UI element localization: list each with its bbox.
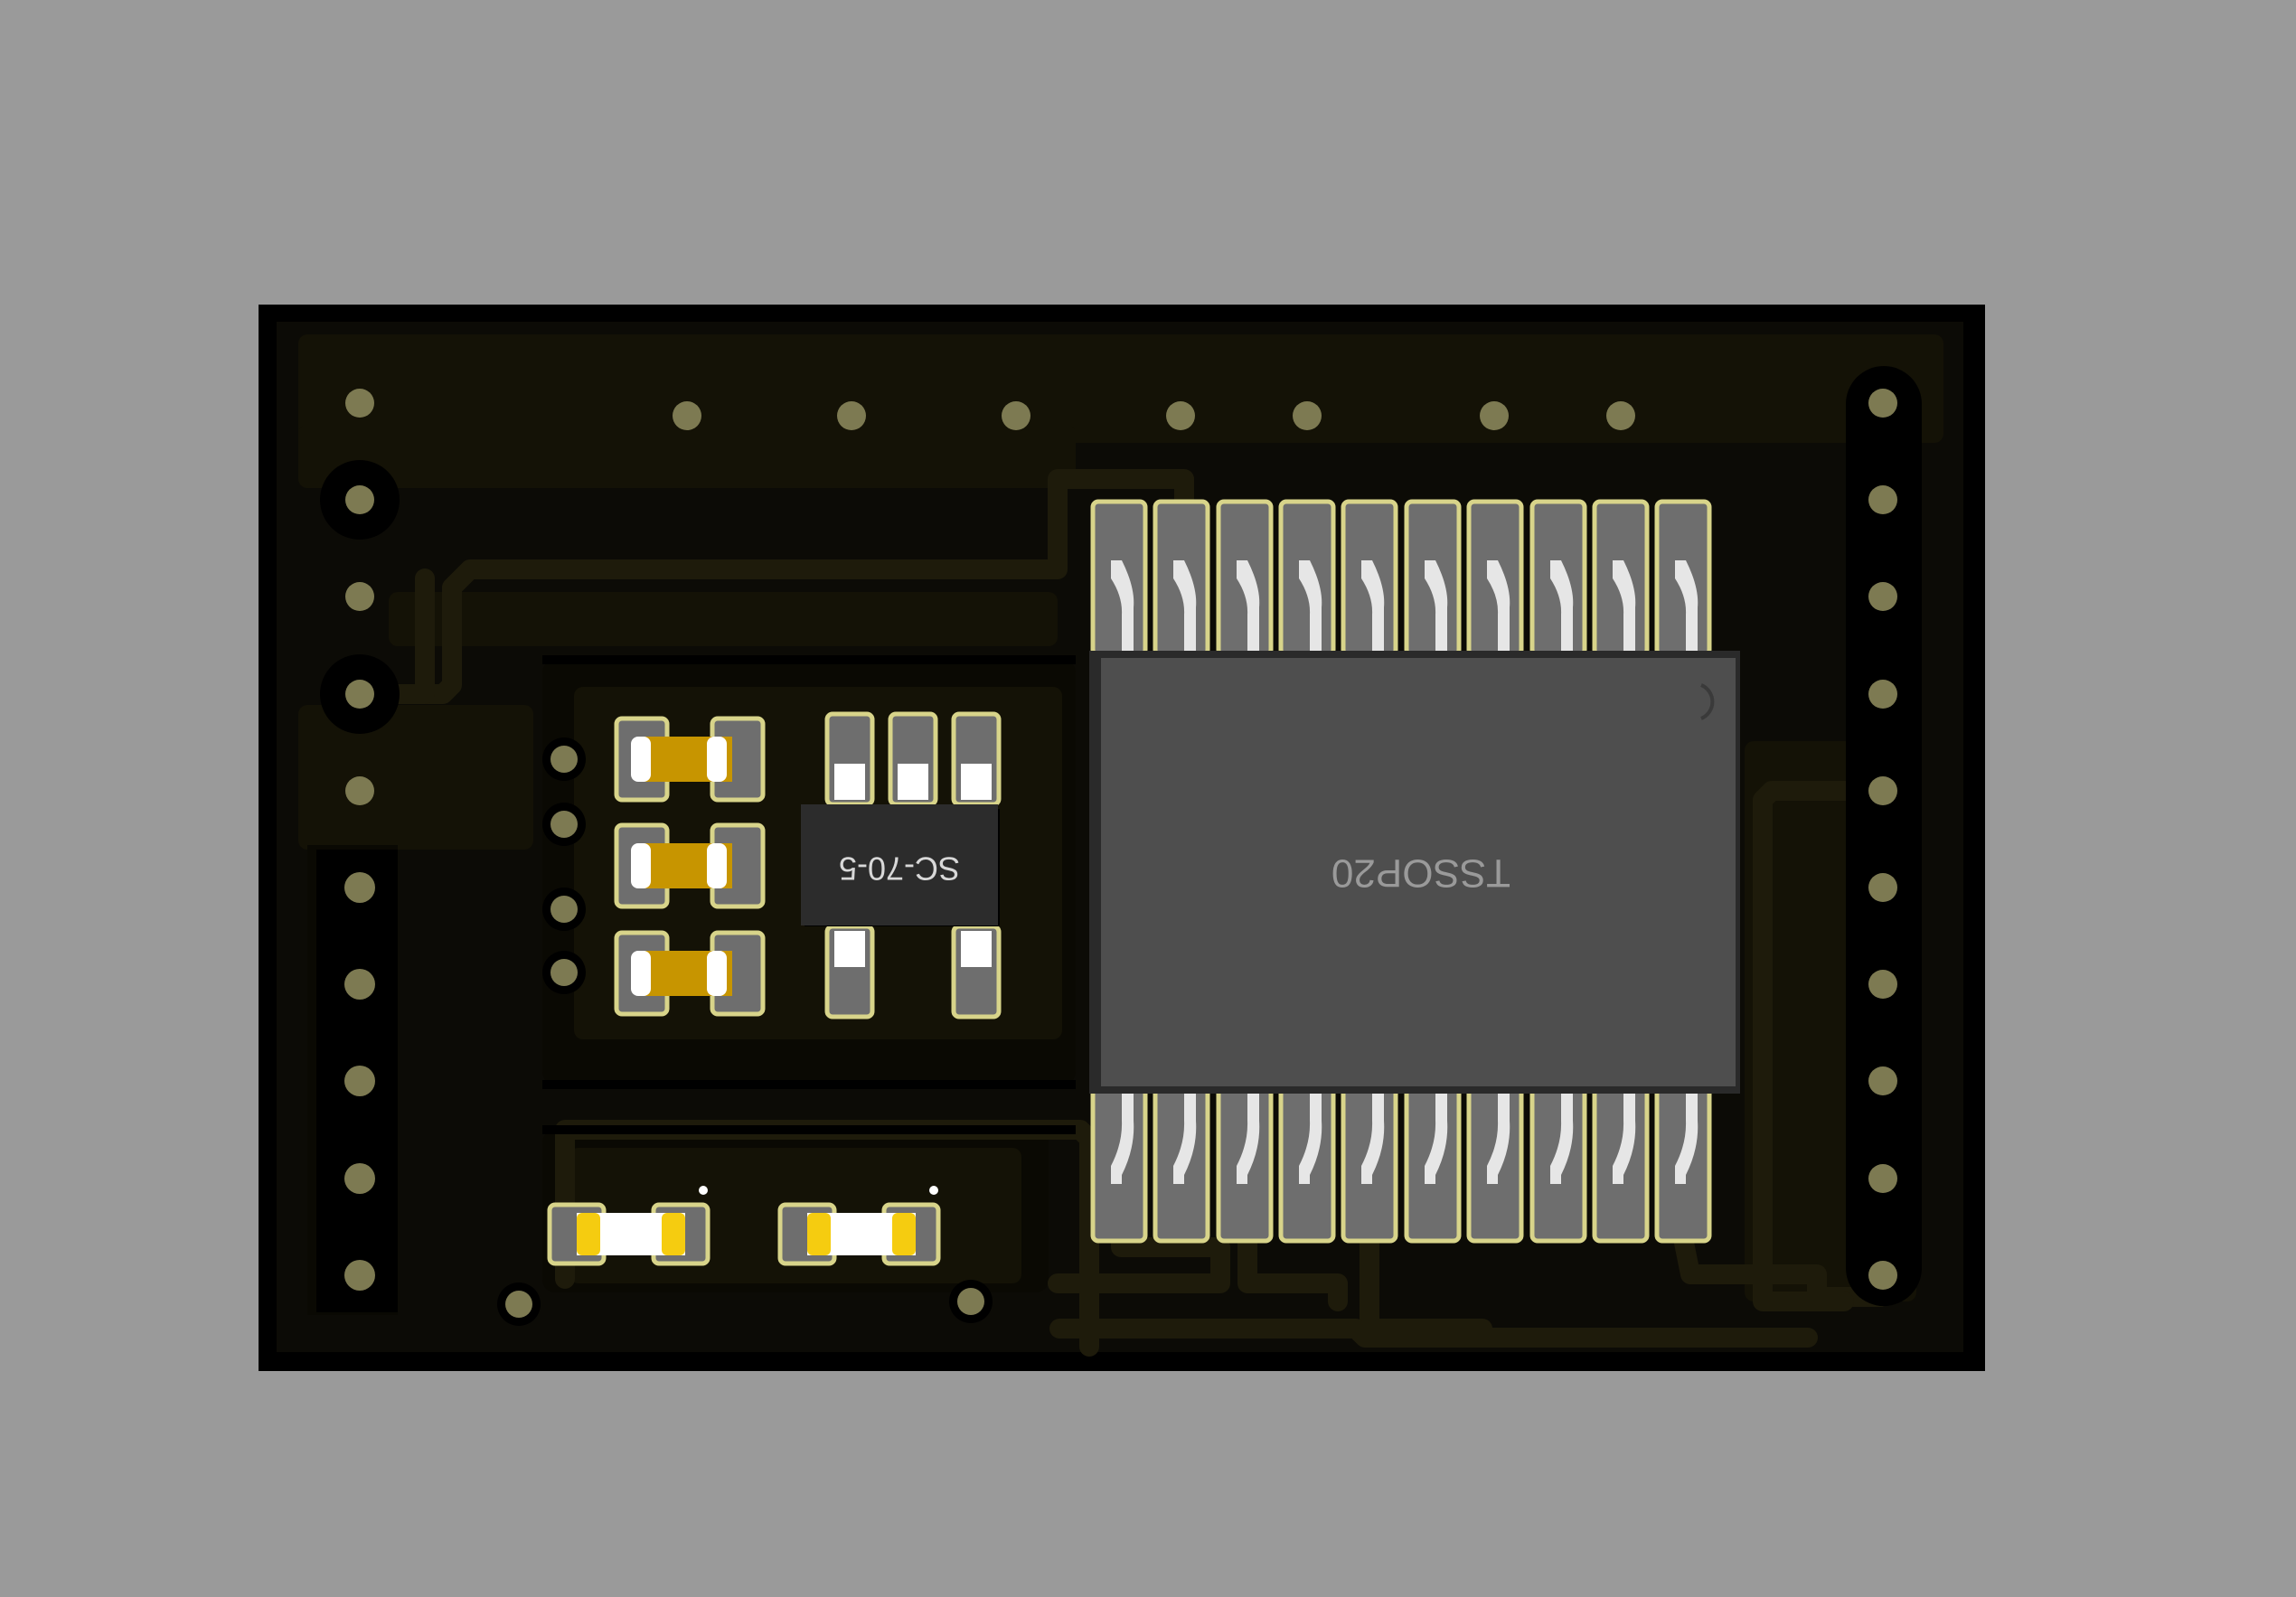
via [344, 969, 375, 1000]
trace-clearance [542, 655, 1076, 1134]
regulator-pin [834, 931, 865, 967]
via [345, 776, 374, 805]
regulator-pin [961, 931, 992, 967]
main-ic-footprint[interactable] [1089, 499, 1740, 1244]
capacitor-terminal [631, 737, 651, 782]
ic-pin [1487, 1094, 1510, 1184]
via [550, 896, 578, 923]
right-via-column [1852, 372, 1914, 1306]
capacitor-terminal [707, 843, 727, 888]
main-ic-package-label: TSSOP20 [1331, 850, 1510, 895]
ic-pin [1613, 560, 1636, 651]
via [1868, 1164, 1897, 1193]
regulator-pin [898, 764, 928, 800]
ic-pin [1613, 1094, 1636, 1184]
ic-pin [1675, 1094, 1698, 1184]
via [1868, 389, 1897, 418]
via [345, 485, 374, 514]
ic-pin [1299, 560, 1322, 651]
via [550, 746, 578, 773]
led-terminal [807, 1213, 831, 1255]
via [550, 959, 578, 986]
regulator-pin [834, 764, 865, 800]
top-via-row [673, 401, 1635, 430]
led-group [547, 1186, 941, 1266]
via [1868, 680, 1897, 709]
via [1868, 873, 1897, 902]
via [344, 872, 375, 903]
led-polarity-dot [929, 1186, 938, 1195]
via [1480, 401, 1509, 430]
led-polarity-dot [699, 1186, 708, 1195]
via [837, 401, 866, 430]
via [345, 389, 374, 418]
left-via-column [344, 389, 375, 1291]
ic-pin [1361, 1094, 1385, 1184]
led-terminal [892, 1213, 916, 1255]
capacitor-terminal [631, 951, 651, 996]
ic-pin [1675, 560, 1698, 651]
ic-pin [1299, 1094, 1322, 1184]
regulator-body [801, 804, 998, 925]
ic-pin [1237, 560, 1260, 651]
ic-pin [1111, 560, 1134, 651]
misc-vias [497, 737, 993, 1326]
capacitor-group [614, 716, 766, 1017]
via [345, 680, 374, 709]
led-terminal [662, 1213, 685, 1255]
via [1868, 1066, 1897, 1095]
via [345, 582, 374, 611]
via [957, 1288, 984, 1315]
via [1868, 970, 1897, 999]
via [1606, 401, 1635, 430]
regulator-package-label: SC-70-5 [839, 850, 960, 887]
copper-traces [350, 469, 1893, 1357]
ic-pin [1111, 1094, 1134, 1184]
ic-pin [1425, 560, 1448, 651]
ic-pin [1361, 560, 1385, 651]
ic-pin [1173, 560, 1197, 651]
pin1-notch [1700, 683, 1715, 720]
via [344, 1163, 375, 1194]
via [344, 1066, 375, 1096]
via [550, 811, 578, 838]
regulator-footprint[interactable] [801, 711, 1002, 1019]
capacitor-terminal [707, 737, 727, 782]
ic-pin [1487, 560, 1510, 651]
via [1293, 401, 1322, 430]
via [1868, 485, 1897, 514]
via [1002, 401, 1030, 430]
via [344, 1260, 375, 1291]
ic-body [1101, 658, 1736, 1086]
via [1868, 582, 1897, 611]
ic-pin [1173, 1094, 1197, 1184]
ic-pin [1237, 1094, 1260, 1184]
ic-pin [1550, 560, 1574, 651]
capacitor-terminal [631, 843, 651, 888]
ic-pin [1425, 1094, 1448, 1184]
via [505, 1291, 532, 1318]
regulator-pin [961, 764, 992, 800]
via [1166, 401, 1195, 430]
led-terminal [577, 1213, 600, 1255]
ic-pin [1550, 1094, 1574, 1184]
capacitor-terminal [707, 951, 727, 996]
via [673, 401, 701, 430]
via [1868, 1261, 1897, 1290]
via [1868, 776, 1897, 805]
